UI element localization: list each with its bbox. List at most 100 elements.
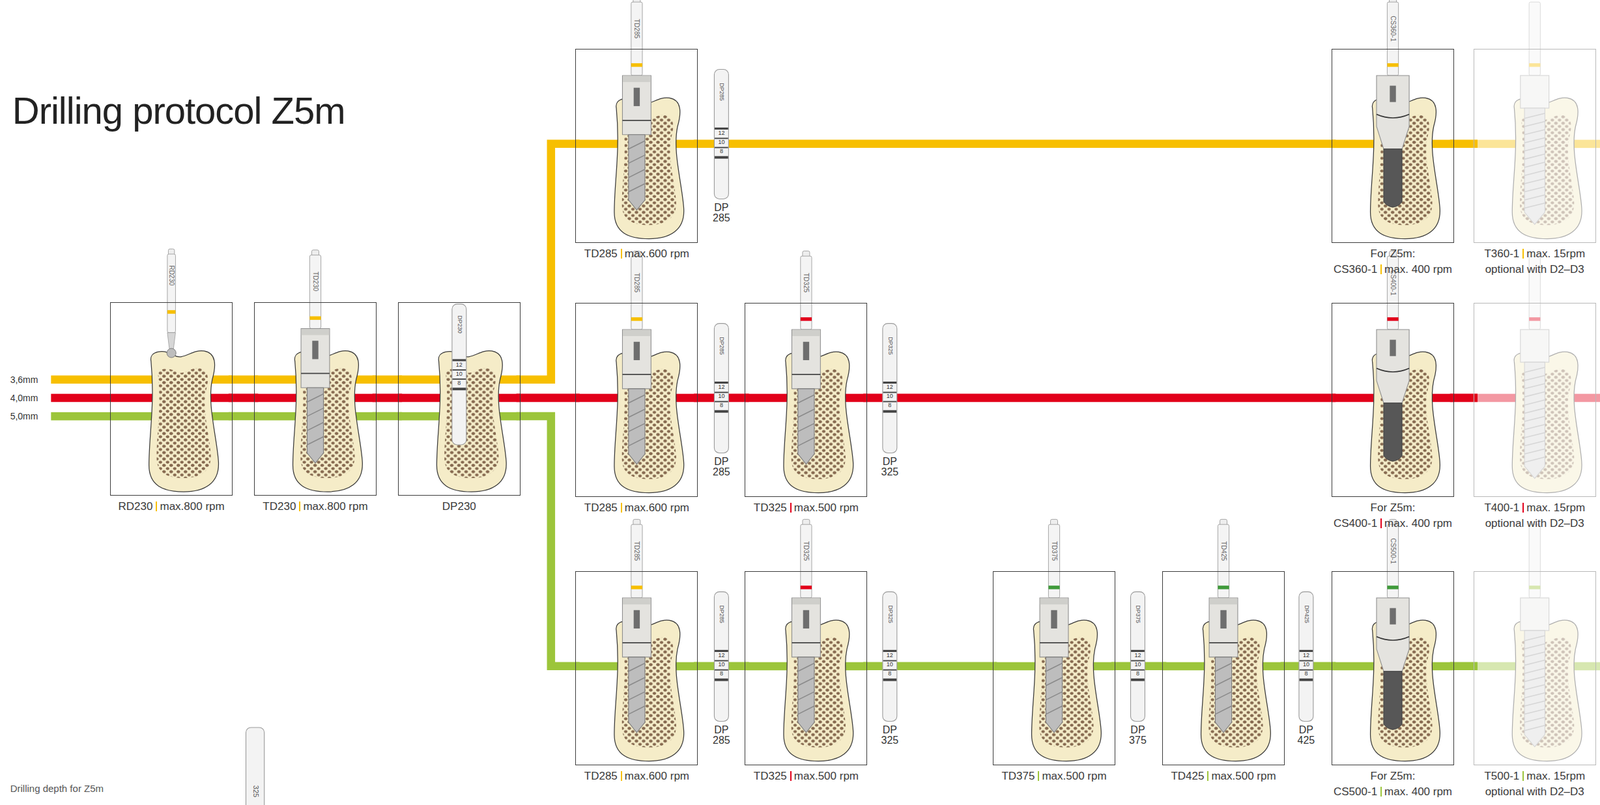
caption-line: TD285max.600 rpm [543,500,730,516]
protocol-line [50,394,111,403]
depth-mark: 8 [1136,671,1140,678]
protocol-line [232,412,255,421]
tool-engraving: TD325 [802,272,810,293]
tool-engraving: TD285 [633,18,641,39]
protocol-line [50,412,111,421]
caption-text: For Z5m: [1370,770,1416,783]
color-code-bar [1380,786,1382,797]
step-caption: T500-1max. 15rpmoptional with D2–D3 [1441,768,1600,800]
step-caption: TD325max.500 rpm [712,500,900,516]
drill-step-box: RD230max.800 rpm [110,302,233,497]
caption-line: For Z5m: [1299,246,1486,262]
diameter-label: 4,0mm [10,393,39,404]
caption-line: optional with D2–D3 [1441,261,1600,278]
protocol-line [232,375,255,384]
caption-text: max.500 rpm [794,501,859,515]
caption-text: optional with D2–D3 [1485,517,1585,530]
color-code-bar [620,248,623,259]
protocol-line [232,394,255,403]
caption-text: TD285 [584,247,618,260]
drill-step-box: TD325max.500 rpm [744,302,868,498]
twist-drill-figure [575,519,698,761]
probe-engraving: DP325 [886,605,893,624]
step-caption: RD230max.800 rpm [78,499,265,515]
caption-line: TD285max.600 rpm [543,768,730,785]
caption-text: For Z5m: [1370,247,1416,260]
protocol-line [50,375,111,384]
caption-line: CS500-1max. 400 rpm [1299,784,1486,800]
probe-engraving: DP230 [456,315,462,334]
tool-engraving: TD325 [802,541,810,561]
tool-engraving: TD375 [1050,541,1058,561]
drill-step-box: TD375max.500 rpm [992,571,1116,766]
protocol-line [1596,140,1600,149]
protocol-line [520,143,576,380]
diameter-label: 3,6mm [10,374,39,385]
depth-mark: 8 [1304,671,1308,678]
depth-mark: 12 [1302,652,1310,659]
depth-mark: 12 [717,652,725,659]
probe-name: DP 375 [1128,725,1147,746]
caption-line: TD230max.800 rpm [222,499,409,515]
caption-text: TD325 [753,770,787,783]
color-code-bar [1380,518,1382,529]
diameter-label: 5,0mm [10,411,39,422]
color-code-bar [155,501,158,512]
step-caption: For Z5m:CS500-1max. 400 rpm [1299,768,1486,800]
tap-figure [1473,256,1597,493]
caption-line: TD425max.500 rpm [1130,768,1317,785]
caption-text: max.600 rpm [624,770,690,783]
caption-line: For Z5m: [1299,500,1486,516]
countersink-figure [1331,0,1455,240]
countersink-figure [1331,519,1455,761]
probe-engraving: DP375 [1134,605,1141,624]
depth-mark: 10 [717,140,725,146]
caption-line: CS400-1max. 400 rpm [1299,515,1486,532]
color-code-bar [1522,771,1524,782]
protocol-line [376,412,399,421]
step-caption: TD325max.500 rpm [712,768,900,785]
caption-text: max.500 rpm [1041,770,1107,783]
caption-text: max. 15rpm [1526,247,1586,260]
step-caption: TD285 max.600 rpm [543,246,730,262]
depth-mark: 10 [1302,662,1310,669]
depth-mark: 8 [887,671,892,678]
caption-text: max.600 rpm [624,247,690,260]
caption-line: T400-1max. 15rpm [1441,500,1600,516]
color-code-bar [1522,248,1524,259]
drill-step-box: TD285max.600 rpm [575,48,698,243]
tap-figure [1473,524,1597,761]
color-code-bar [620,502,623,513]
caption-text: CS360-1 [1333,263,1378,276]
color-code-bar [790,502,792,513]
drill-step-box: T500-1max. 15rpmoptional with D2–D3 [1473,571,1597,766]
color-code-bar [620,771,623,782]
depth-probe-figure [398,304,521,492]
depth-mark: 10 [717,394,725,400]
color-code-bar [790,771,792,782]
drill-step-box: TD425max.500 rpm [1162,571,1285,766]
drill-step-box: TD325max.500 rpm [744,571,868,766]
step-caption: T360-1max. 15rpmoptional with D2–D3 [1441,246,1600,278]
depth-mark: 10 [886,394,894,400]
depth-mark: 10 [886,662,894,669]
caption-text: optional with D2–D3 [1485,785,1585,799]
caption-line: TD325max.500 rpm [712,500,900,516]
probe-name: DP 285 [712,456,731,478]
drill-step-box: T400-1max. 15rpmoptional with D2–D3 [1473,302,1597,498]
caption-text: TD425 [1170,770,1204,783]
step-caption: For Z5m:CS400-1max. 400 rpm [1299,500,1486,532]
drill-step-box: TD230max.800 rpm [254,302,377,497]
protocol-line [867,394,1332,403]
protocol-line [1454,394,1474,403]
protocol-line [1596,394,1600,403]
protocol-line [1454,662,1474,672]
drill-step-box: For Z5m:CS500-1max. 400 rpm [1331,571,1455,766]
step-caption: T400-1max. 15rpmoptional with D2–D3 [1441,500,1600,532]
depth-probe [882,592,898,722]
depth-mark: 12 [717,130,725,137]
caption-line: TD375max.500 rpm [960,768,1148,785]
caption-text: max.800 rpm [159,500,225,513]
tool-engraving: TD230 [312,271,320,292]
tap-figure [1473,1,1597,239]
